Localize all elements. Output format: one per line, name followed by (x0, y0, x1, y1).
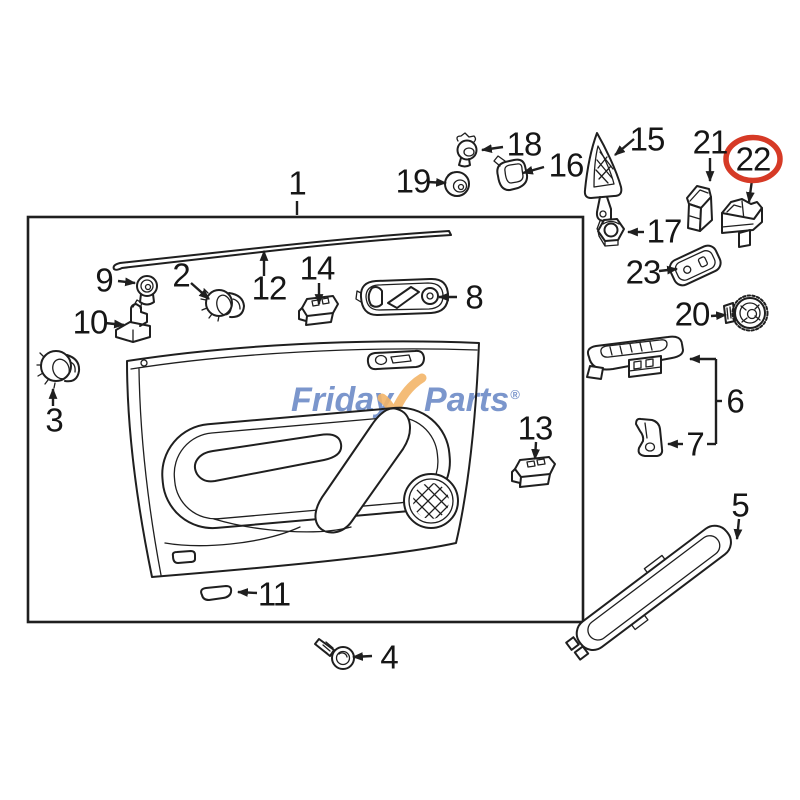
callout-label-20: 20 (674, 295, 711, 333)
highlight-ellipse (723, 134, 783, 184)
part-13-connector (511, 456, 556, 488)
callout-label-15: 15 (629, 120, 666, 158)
part-22-window-switch (721, 198, 763, 248)
callout-label-3: 3 (45, 401, 63, 439)
part-18-clip (456, 132, 478, 168)
registered-mark: ® (510, 386, 520, 402)
part-5-sill-trim (565, 524, 732, 661)
part-3-grommet (36, 350, 81, 389)
part-19-grommet (444, 171, 470, 197)
part-15-tweeter-cover (583, 132, 623, 232)
speaker-grille (413, 483, 449, 519)
part-4-screw (314, 638, 355, 670)
callout-label-10: 10 (72, 303, 109, 341)
callout-label-17: 17 (646, 212, 683, 250)
callout-label-2: 2 (172, 256, 190, 294)
callout-label-14: 14 (299, 249, 336, 287)
callout-label-11: 11 (257, 575, 291, 613)
part-8-inner-handle (355, 277, 449, 316)
part-11-cap (200, 585, 233, 601)
part-1-door-panel (126, 340, 480, 578)
part-14-connector (298, 295, 339, 326)
part-12-trim-strip (112, 230, 452, 271)
callout-label-18: 18 (506, 125, 543, 163)
part-17-nut (597, 218, 625, 247)
callout-label-1: 1 (288, 164, 306, 202)
part-21-window-switch (686, 185, 713, 232)
part-10-bracket (115, 299, 151, 343)
callout-label-12: 12 (251, 269, 288, 307)
part-2-clip (200, 288, 245, 322)
part-7-bracket (635, 417, 664, 457)
callout-arrows (48, 138, 755, 661)
callout-label-8: 8 (465, 278, 483, 316)
callout-label-5: 5 (731, 486, 749, 524)
callout-label-4: 4 (380, 638, 398, 676)
part-20-mirror-switch (723, 294, 769, 332)
callout-label-19: 19 (395, 162, 432, 200)
callout-label-9: 9 (95, 261, 113, 299)
diagram-box (26, 215, 585, 624)
part-6-switch-bezel (586, 335, 684, 380)
callout-label-22: 22 (735, 140, 772, 178)
callout-label-13: 13 (517, 409, 554, 447)
callout-label-21: 21 (692, 123, 729, 161)
watermark-brand-second: Parts (424, 381, 510, 419)
callout-label-23: 23 (625, 253, 662, 291)
callout-label-7: 7 (686, 425, 704, 463)
callout-label-16: 16 (548, 146, 585, 184)
part-9-grommet (136, 275, 158, 306)
callout-label-6: 6 (726, 382, 744, 420)
